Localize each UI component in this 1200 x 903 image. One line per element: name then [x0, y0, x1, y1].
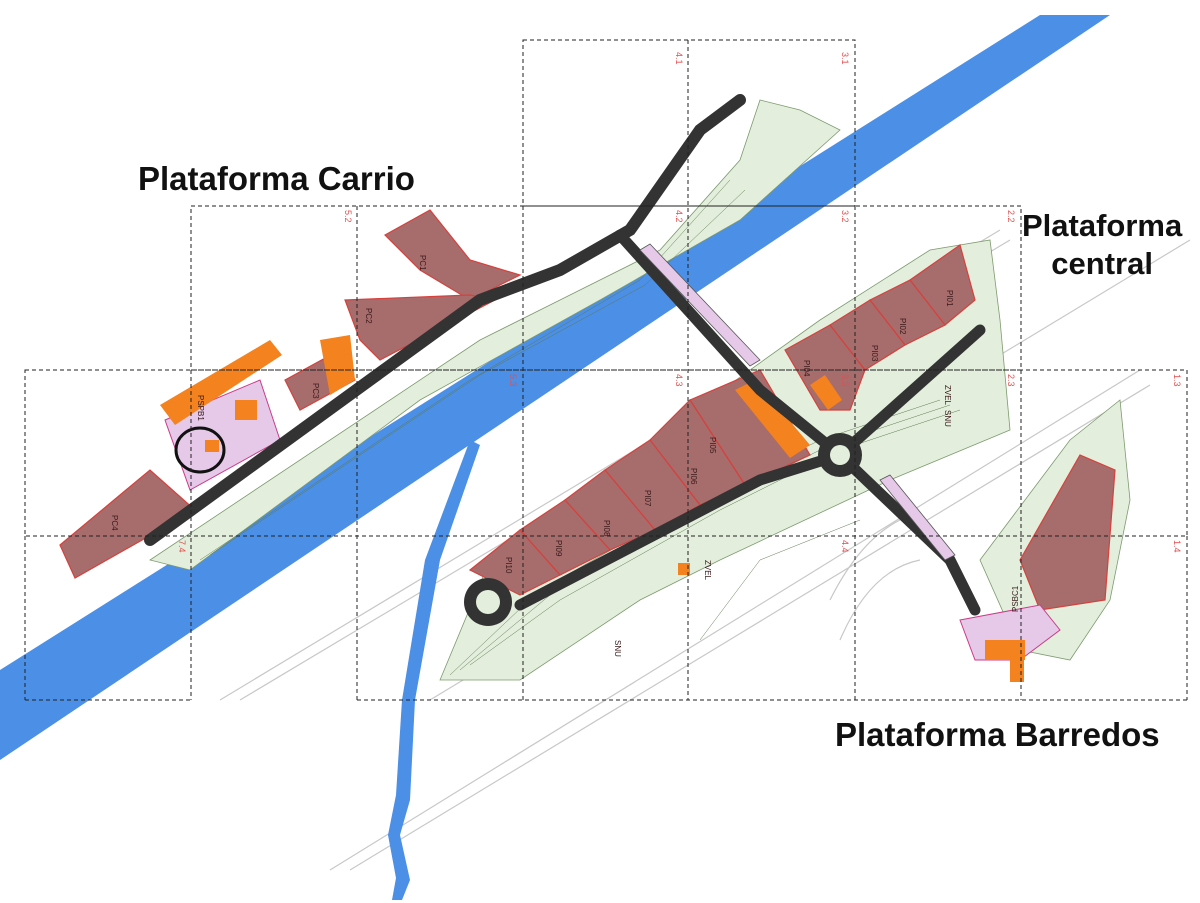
- plot-label: PC3: [311, 383, 320, 399]
- central-plots: [468, 244, 976, 596]
- plot-label: PI05: [708, 437, 717, 454]
- plot-pd4: [784, 324, 866, 411]
- sheet-number: 1.3: [1172, 374, 1182, 387]
- river-tributary: [388, 440, 480, 900]
- carrio-facilities: [160, 335, 355, 491]
- bridges: [639, 243, 956, 561]
- plot-label: PC4: [110, 515, 119, 531]
- sheet-number: 4.1: [674, 52, 684, 65]
- sheet-number: 2.2: [1006, 210, 1016, 223]
- plot-label: ZVEL: [703, 560, 712, 581]
- sheet-number: 2.3: [1006, 374, 1016, 387]
- plot-label: PSPB1: [196, 395, 205, 421]
- label-plataforma-central: Plataforma central: [1022, 207, 1182, 283]
- sheet-number: 1.4: [1172, 540, 1182, 553]
- sheet-number: 4.3: [674, 374, 684, 387]
- label-plataforma-barredos: Plataforma Barredos: [835, 716, 1160, 753]
- sheet-number: 7.4: [177, 540, 187, 553]
- plot-label: SNU: [943, 410, 952, 427]
- plot-label: PI10: [504, 557, 513, 574]
- plot-label: SNU: [613, 640, 622, 657]
- roads: [144, 94, 986, 616]
- river-main: [0, 15, 1110, 760]
- sheet-number: 3.2: [840, 210, 850, 223]
- barredos-area: [959, 454, 1116, 682]
- roundabouts: [464, 433, 862, 626]
- sheet-number: 4.4: [840, 540, 850, 553]
- label-plataforma-carrio: Plataforma Carrio: [138, 160, 415, 197]
- sheet-number: 4.2: [674, 210, 684, 223]
- label-central-line2: central: [1051, 246, 1153, 281]
- plot-label: PSBC1: [1011, 585, 1020, 612]
- sheet-number: 3.3: [840, 374, 850, 387]
- plot-label: PI09: [554, 540, 563, 557]
- sheet-number: 5.3: [508, 374, 518, 387]
- plot-label: PI08: [602, 520, 611, 537]
- plot-label: PI06: [689, 468, 698, 485]
- sheet-grid: [24, 39, 1188, 701]
- plot-label: PI04: [802, 360, 811, 377]
- plot-label: PI03: [870, 345, 879, 362]
- plot-label: ZVEL: [943, 385, 952, 406]
- central-facilities: [678, 375, 842, 575]
- plot-labels: PC1 PC2 PC3 PC4 PSPB1 PI01 PI02 PI03 PI0…: [110, 255, 1020, 657]
- sheet-numbers: 4.1 3.1 5.2 4.2 3.2 2.2 5.3 4.3 3.3 2.3 …: [177, 52, 1182, 553]
- label-central-line1: Plataforma: [1022, 208, 1183, 243]
- plot-label: PI01: [945, 290, 954, 307]
- plot-pc1: [384, 209, 522, 301]
- sheet-number: 5.2: [343, 210, 353, 223]
- plot-label: PI07: [643, 490, 652, 507]
- plot-label: PC1: [418, 255, 427, 271]
- sheet-number: 3.1: [840, 52, 850, 65]
- plot-label: PI02: [898, 318, 907, 335]
- plot-label: PC2: [364, 308, 373, 324]
